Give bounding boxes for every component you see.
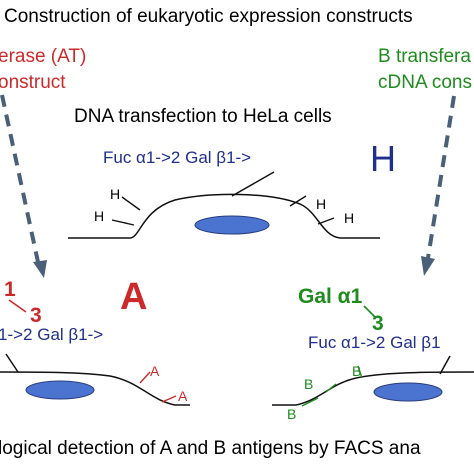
cell-right-glycan: Fuc α1->2 Gal β1 — [308, 333, 441, 352]
antigen-b-2: B — [304, 376, 313, 392]
header-title: Construction of eukaryotic expression co… — [4, 6, 413, 27]
antigen-h-2: H — [94, 208, 104, 224]
antigen-a-1: A — [150, 363, 160, 379]
footer-text: logical detection of A and B antigens by… — [0, 438, 421, 459]
cell-left-membrane — [0, 371, 190, 406]
cell-right-gal-label: Gal α1 — [298, 285, 363, 308]
transfection-label: DNA transfection to HeLa cells — [74, 106, 332, 127]
antigen-h-1: H — [110, 186, 120, 202]
cell-top-glycan: Fuc α1->2 Gal β1-> — [103, 148, 251, 167]
antigen-b-1: B — [287, 406, 296, 422]
antigen-h-4: H — [344, 210, 354, 226]
cell-right-nucleus — [373, 382, 443, 402]
antigen-h-3: H — [316, 196, 326, 212]
cell-right-membrane — [272, 371, 474, 406]
left-dashed-arrow — [0, 94, 47, 278]
left-construct-line1: erase (AT) — [0, 46, 86, 67]
cell-top-big-label: H — [370, 138, 396, 179]
right-dashed-arrow — [421, 95, 456, 276]
cell-left-glycan: 1->2 Gal β1-> — [0, 325, 103, 344]
cell-left-linkage-3: 3 — [30, 304, 42, 327]
left-construct-line2: onstruct — [0, 72, 66, 93]
antigen-a-2: A — [178, 388, 188, 404]
right-construct-line1: B transfera — [378, 46, 471, 67]
cell-left-big-label: A — [120, 276, 147, 318]
antigen-b-3: B — [352, 363, 361, 379]
cell-top: Fuc α1->2 Gal β1-> H H H H H — [68, 138, 396, 239]
cell-left: 1 3 A 1->2 Gal β1-> A A — [0, 276, 190, 406]
cell-right-linkage-3: 3 — [372, 312, 384, 335]
cell-left-nucleus — [25, 380, 95, 400]
cell-top-nucleus — [194, 215, 270, 235]
cell-right: Gal α1 3 Fuc α1->2 Gal β1 B B B — [272, 285, 474, 422]
cell-left-linkage-1: 1 — [4, 278, 16, 301]
right-construct-line2: cDNA cons — [378, 72, 472, 93]
